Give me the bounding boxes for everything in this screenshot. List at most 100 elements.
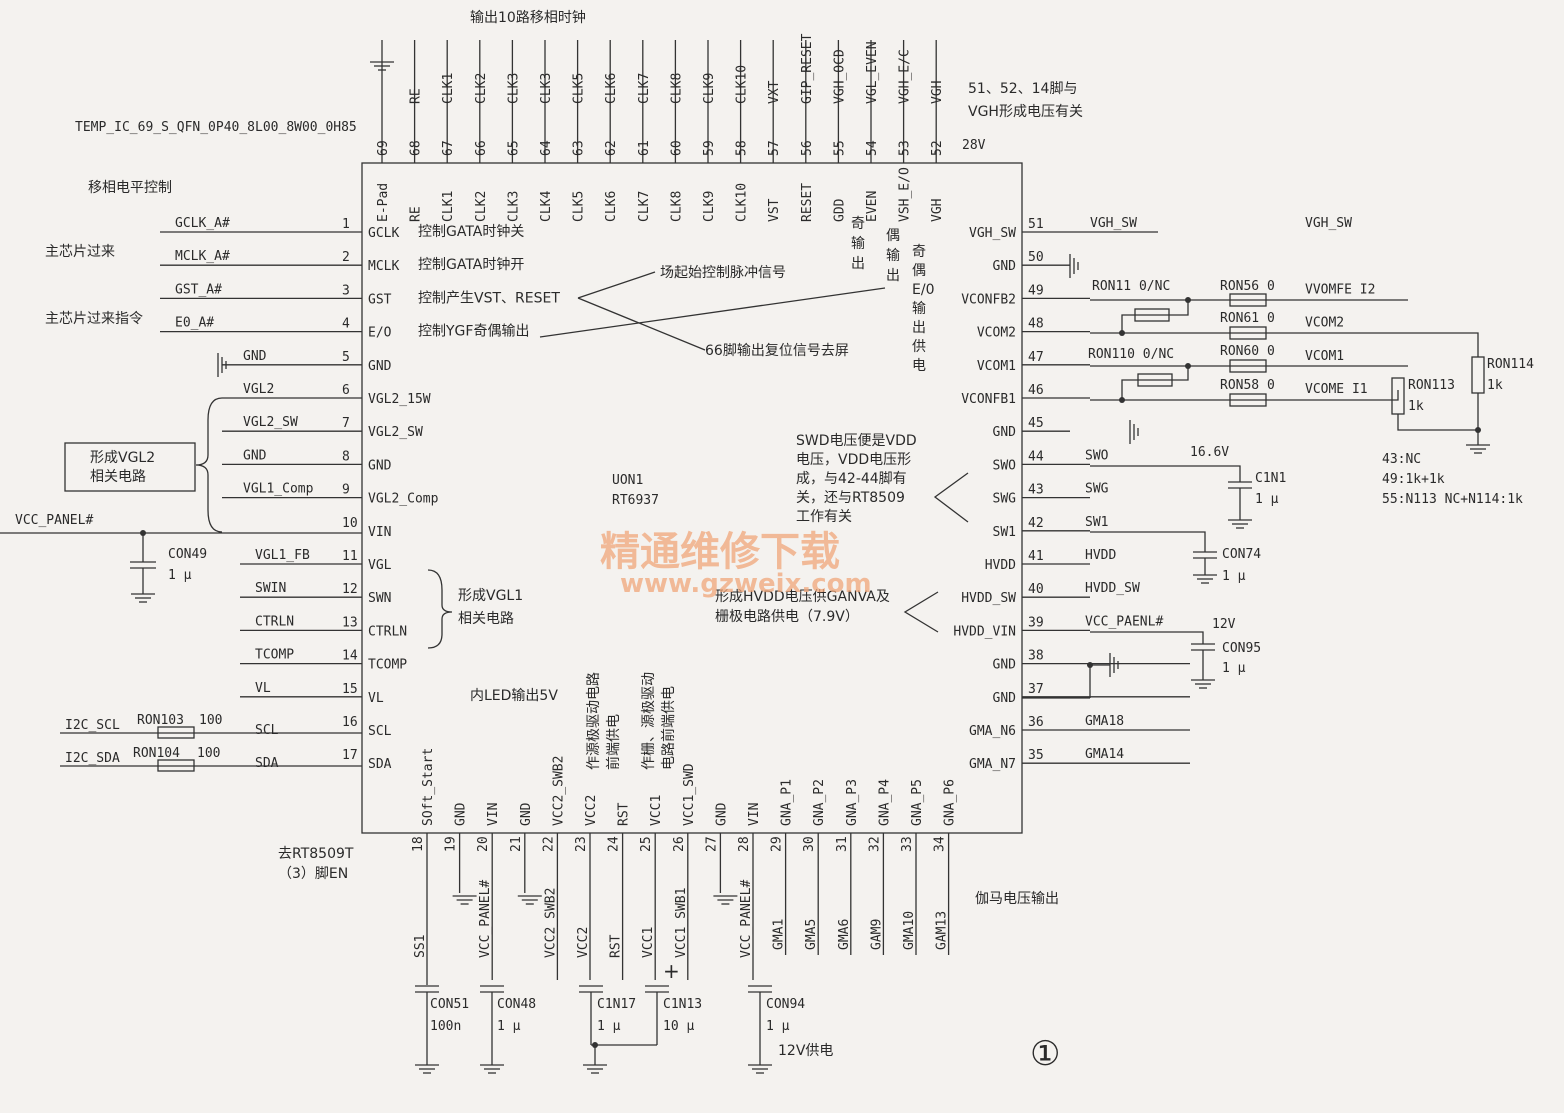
ron60-resistor (1229, 359, 1267, 373)
note-char: 偶 (886, 228, 900, 244)
left-pin-number: 17 (342, 748, 358, 763)
left-pin-inner-label: VGL2_Comp (368, 492, 439, 507)
left-pin-inner-label: TCOMP (368, 658, 407, 673)
top-pin-inner-label: VST (767, 198, 782, 222)
top-pin-number: 59 (702, 140, 717, 156)
c1n1-value: 1 μ (1255, 492, 1279, 507)
bottom-pin-number: 25 (639, 836, 654, 852)
note-char: 输 (912, 301, 926, 317)
right-pin-net-label: GMA18 (1085, 714, 1124, 729)
watermark-url: www.gzweix.com (620, 569, 872, 599)
top-pin-inner-label: CLK7 (637, 191, 652, 222)
top-pin-number: 58 (735, 140, 750, 156)
ground-icon (583, 1064, 607, 1074)
left-pin-net-label: E0_A# (175, 316, 214, 331)
ron103-resistor (157, 726, 195, 739)
note-char: 偶 (912, 263, 926, 279)
right-pin-inner-label: VGH_SW (969, 226, 1016, 241)
bottom-pin-number: 30 (802, 836, 817, 852)
ron113-value: 1k (1408, 399, 1424, 414)
left-pin-number: 10 (342, 516, 358, 531)
right-pin-number: 42 (1028, 516, 1044, 531)
diagram-title: 输出10路移相时钟 (470, 9, 586, 26)
bottom-pin-number: 27 (704, 836, 719, 852)
bottom-pin-inner-label: VCC1 (649, 795, 664, 826)
top-pin-number: 54 (865, 140, 880, 156)
left-pin-net-label: SWIN (255, 581, 286, 596)
config-note-3: 55:N113 NC+N114:1k (1382, 492, 1523, 507)
c1n17-label: C1N17 (597, 997, 636, 1012)
right-pin-net-label: GMA14 (1085, 747, 1124, 762)
top-pin-inner-label: VSH_E/O (898, 167, 913, 222)
right-pin-number: 36 (1028, 715, 1044, 730)
ron56-resistor (1229, 293, 1267, 307)
vgl2-brace (195, 397, 223, 533)
left-pin-net-label: MCLK_A# (175, 249, 230, 264)
top-pin-inner-label: E-Pad (376, 183, 391, 222)
gamma-output-note: 伽马电压输出 (975, 891, 1059, 907)
left-pin-inner-label: VL (368, 691, 384, 706)
right-pin-number: 47 (1028, 350, 1044, 365)
right-pin-inner-label: HVDD (985, 558, 1016, 573)
ron104-label: RON104 (133, 746, 180, 761)
right-pin-inner-label: HVDD_SW (961, 591, 1016, 606)
left-pin-note: 控制GATA时钟关 (418, 223, 524, 240)
bottom-capacitors (415, 985, 772, 1074)
top-pin-number: 65 (506, 140, 521, 156)
bottom-pin-number: 29 (770, 836, 785, 852)
top-28v-note: 28V (962, 138, 986, 153)
left-pin-net-label: VGL2 (243, 382, 274, 397)
con95-label: CON95 (1222, 641, 1261, 656)
left-pin-number: 14 (342, 649, 358, 664)
bottom-pin-inner-label: GND (714, 802, 729, 826)
top-pin-inner-label: RESET (800, 183, 815, 222)
junction-dot (1087, 662, 1093, 668)
bottom-pin-inner-label: RST (617, 802, 632, 826)
top-pin-inner-label: CLK1 (441, 191, 456, 222)
ron113-resistor (1391, 377, 1405, 415)
vgl2-note-box (64, 442, 196, 492)
swd-leader (933, 472, 969, 523)
vl-note: 内LED输出5V (470, 688, 558, 704)
left-pin-net-label: SCL (255, 723, 279, 738)
right-pin-net-label: VCOM1 (1305, 349, 1344, 364)
config-note-1: 43:NC (1382, 452, 1421, 467)
con49-label: CON49 (168, 547, 207, 562)
vgl1-note-1: 形成VGL1 (458, 588, 523, 604)
left-pin-inner-label: VGL2_SW (368, 425, 423, 440)
vgl2-note-1: 形成VGL2 (90, 450, 155, 466)
config-note-2: 49:1k+1k (1382, 472, 1445, 487)
right-pin-number: 40 (1028, 582, 1044, 597)
bottom-pin-number: 24 (607, 836, 622, 852)
left-pin-number: 7 (342, 416, 350, 431)
right-pin-net-label: VGH_SW (1305, 216, 1352, 231)
right-pin-number: 50 (1028, 250, 1044, 265)
left-pin-net-label: VGL1_FB (255, 548, 310, 563)
right-pin-inner-label: SW1 (993, 525, 1016, 540)
bottom-pin-inner-label: VIN (486, 803, 501, 826)
right-pin-number: 51 (1028, 217, 1044, 232)
bottom-pin-inner-label: VIN (747, 803, 762, 826)
bottom-pin-number: 33 (900, 836, 915, 852)
note-char: 出 (912, 320, 926, 336)
right-pin-number: 46 (1028, 383, 1044, 398)
left-pin-net-label: GST_A# (175, 282, 222, 297)
right-pin-inner-label: VCOM2 (977, 326, 1016, 341)
bottom-pin-net-label: GMA10 (902, 911, 917, 950)
ground-icon (217, 353, 227, 377)
top-pin-net-label: VGH (930, 81, 945, 104)
top-pin-inner-label: GDD (832, 198, 847, 222)
ron58-resistor (1229, 393, 1267, 407)
right-pin-number: 44 (1028, 449, 1044, 464)
right-pin-net-label: SWO (1085, 448, 1109, 463)
top-pin-inner-label: CLK5 (572, 191, 587, 222)
left-pin-inner-label: SCL (368, 724, 392, 739)
left-pin-number: 13 (342, 615, 358, 630)
left-pin-number: 5 (342, 350, 350, 365)
bottom-pin-net-label: VCC1 (641, 927, 656, 958)
left-pin-net-label: CTRLN (255, 614, 294, 629)
left-pin-number: 11 (342, 549, 358, 564)
ground-icon (713, 895, 738, 905)
left-pin-number: 12 (342, 582, 358, 597)
bottom-pin-inner-label: GND (454, 802, 469, 826)
